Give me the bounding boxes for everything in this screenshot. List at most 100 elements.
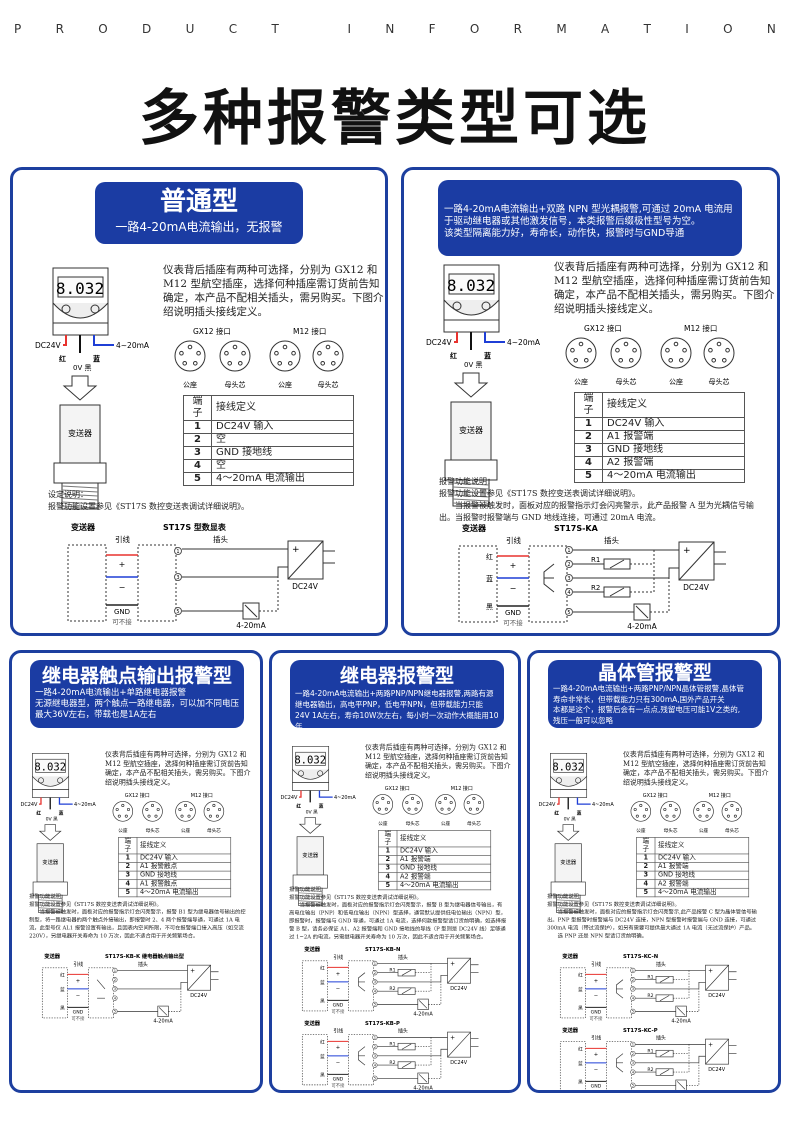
meter-box bbox=[88, 967, 114, 1019]
transmitter-label: 变送器 bbox=[42, 858, 59, 866]
pin-terminal bbox=[630, 1069, 636, 1075]
pin-icon bbox=[180, 814, 184, 818]
transmitter-label: 变送器 bbox=[304, 945, 321, 953]
pin-icon bbox=[642, 814, 646, 818]
gnd-label: GND bbox=[505, 609, 521, 617]
meter-box bbox=[606, 1041, 632, 1090]
pin-icon bbox=[151, 803, 155, 807]
plus-label: + bbox=[336, 1045, 340, 1051]
pin-icon bbox=[227, 360, 233, 366]
pin-number: 2 bbox=[374, 971, 376, 975]
table-cell: A2 报警端 bbox=[602, 456, 745, 470]
ammeter-needle bbox=[635, 605, 649, 619]
table-cell: GND 接地线 bbox=[136, 870, 232, 881]
pin-icon bbox=[179, 350, 184, 356]
psu-output bbox=[323, 550, 335, 564]
psu-minus-wire bbox=[440, 1048, 448, 1056]
pin-number: 3 bbox=[567, 576, 570, 582]
panel-subtitle-line: 残压一般可以忽略 bbox=[553, 715, 613, 725]
table-cell: GND 接地线 bbox=[654, 870, 750, 881]
pin-icon bbox=[632, 347, 637, 353]
lead-label: 引线 bbox=[333, 954, 343, 961]
table-cell: 4 bbox=[183, 459, 212, 473]
dc24v-label: DC24V bbox=[35, 341, 62, 350]
pin-icon bbox=[320, 360, 326, 366]
thread-line bbox=[452, 490, 490, 494]
heading-letter: T bbox=[643, 22, 651, 36]
pin-number: 2 bbox=[632, 1052, 634, 1056]
heading-letter: O bbox=[723, 22, 733, 36]
pin-icon bbox=[241, 350, 246, 356]
blue-wire bbox=[58, 797, 73, 805]
pin-icon bbox=[721, 357, 727, 363]
table-cell: 3 bbox=[574, 443, 603, 457]
blue-wire bbox=[318, 790, 333, 798]
table-header-cell: 端子 bbox=[636, 837, 656, 855]
note-line: 报警功能说明： bbox=[547, 893, 585, 900]
housing-curve bbox=[32, 776, 69, 787]
panel-subtitle-line: 于驱动继电器或其他激发信号，本类报警后缀极性型号为空。 bbox=[444, 216, 701, 227]
socket-intro-text: 仪表背后插座有两种可选择，分别为 GX12 和 M12 型航空插座，选择何种插座… bbox=[554, 261, 775, 315]
pin-icon bbox=[705, 814, 709, 818]
heading-letter: M bbox=[556, 22, 567, 36]
pin-icon bbox=[237, 360, 243, 366]
psu-minus-wire bbox=[180, 981, 188, 989]
pin-number: 2 bbox=[114, 978, 116, 982]
thread-line bbox=[556, 904, 581, 907]
switch-element-icon bbox=[543, 563, 555, 593]
pin-icon bbox=[708, 347, 713, 353]
pin-icon bbox=[121, 803, 125, 807]
table-header-cell: 接线定义 bbox=[602, 392, 745, 418]
note-line: 报警功能说明： bbox=[29, 893, 67, 900]
pin-icon bbox=[196, 350, 201, 356]
female-label: 母头芯 bbox=[225, 380, 246, 389]
ammeter-needle bbox=[418, 1074, 428, 1083]
optional-label: 可不接 bbox=[590, 1015, 604, 1022]
pin-icon bbox=[386, 801, 390, 805]
optional-label: 可不接 bbox=[503, 618, 523, 627]
transmitter-box bbox=[301, 960, 328, 1012]
ammeter-label: 4-20mA bbox=[413, 1086, 433, 1092]
transmitter-box bbox=[67, 544, 107, 622]
psu-minus-wire bbox=[277, 566, 288, 577]
gx12-label: GX12 接口 bbox=[385, 785, 410, 792]
mode-button-icon bbox=[298, 770, 304, 777]
gnd-label: GND bbox=[114, 608, 130, 616]
note-line: 当报警被触发时，面板对应的报警指示灯会闪亮警示，报警 B1 型为继电器信号输出的… bbox=[29, 909, 246, 939]
pin-number: 3 bbox=[632, 987, 634, 991]
table-cell: 1 bbox=[118, 853, 138, 863]
pin-icon bbox=[291, 350, 296, 356]
table-cell: 2 bbox=[183, 433, 212, 447]
ammeter-needle bbox=[418, 1000, 428, 1009]
psu-label: DC24V bbox=[190, 993, 208, 999]
wire-color-label: 红 bbox=[578, 1045, 583, 1052]
thread-line bbox=[452, 486, 490, 490]
housing-curve bbox=[292, 769, 329, 780]
table-cell: A1 报警端 bbox=[602, 430, 745, 444]
blue-label: 蓝 bbox=[59, 810, 64, 817]
zero-volt-label: 0V 黑 bbox=[73, 364, 91, 372]
table-cell: 4 bbox=[378, 872, 398, 882]
table-cell: 4～20mA 电流输出 bbox=[654, 887, 750, 898]
transmitter-body bbox=[59, 404, 101, 464]
housing-curve bbox=[443, 299, 500, 316]
plus-label: + bbox=[76, 978, 80, 984]
thread-line bbox=[298, 900, 323, 903]
m12-label: M12 接口 bbox=[709, 792, 731, 799]
pin-terminal bbox=[372, 1062, 378, 1068]
pin-number: 4 bbox=[632, 1070, 634, 1074]
pin-terminal bbox=[174, 573, 182, 581]
thread-line bbox=[556, 899, 581, 902]
pin-icon bbox=[702, 803, 706, 807]
minus-label: − bbox=[510, 584, 517, 593]
lead-label: 引线 bbox=[591, 1035, 601, 1042]
down-arrow-icon bbox=[298, 817, 322, 834]
panel-subtitle-line: 继电器输出，高电平PNP，低电平NPN，但带载能力只能 bbox=[295, 700, 483, 709]
table-cell: A2 报警端 bbox=[396, 872, 492, 882]
psu-minus-wire bbox=[668, 567, 679, 578]
pin-number: 5 bbox=[374, 1003, 376, 1007]
pin-number: 1 bbox=[176, 549, 179, 555]
